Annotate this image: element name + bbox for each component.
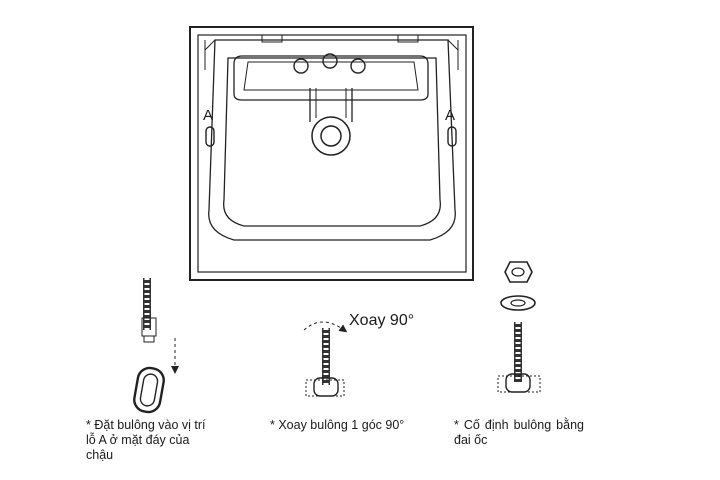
step1-bolt <box>141 278 157 343</box>
basin-bowl-inner <box>223 57 441 227</box>
step2-bolt <box>305 328 345 397</box>
step1-illustration <box>133 278 179 414</box>
step3-caption: * Cố định bulông bằng đai ốc <box>454 418 584 447</box>
basin-outer-frame <box>189 26 474 281</box>
marker-a-right: A <box>445 107 456 124</box>
faucet-deck <box>233 55 429 101</box>
tap-hole-center <box>322 53 338 69</box>
drain-hole-outer <box>311 116 351 156</box>
basin-bottom-view <box>189 26 474 281</box>
slot-a-right <box>447 126 457 147</box>
step2-illustration <box>303 321 348 397</box>
marker-a-left: A <box>203 107 214 124</box>
drain-hole-inner <box>320 125 342 147</box>
basin-inner-frame <box>197 34 467 273</box>
tap-hole-left <box>293 58 309 74</box>
step3-bolt <box>497 322 541 393</box>
step3-illustration <box>497 261 541 393</box>
rotate-arrow <box>303 321 348 333</box>
hex-nut <box>504 261 533 283</box>
slot-a-left <box>205 126 215 147</box>
tap-hole-right <box>350 58 366 74</box>
step1-oval-slot <box>133 366 165 414</box>
step1-caption: * Đặt bulông vào vị trí lỗ A ở mặt đáy c… <box>86 418 206 462</box>
drain-channel <box>309 88 353 122</box>
basin-bowl-outline <box>208 39 456 241</box>
rotate-label: Xoay 90° <box>349 312 415 329</box>
step2-caption: * Xoay bulông 1 góc 90° <box>270 418 405 432</box>
washer <box>500 295 536 311</box>
